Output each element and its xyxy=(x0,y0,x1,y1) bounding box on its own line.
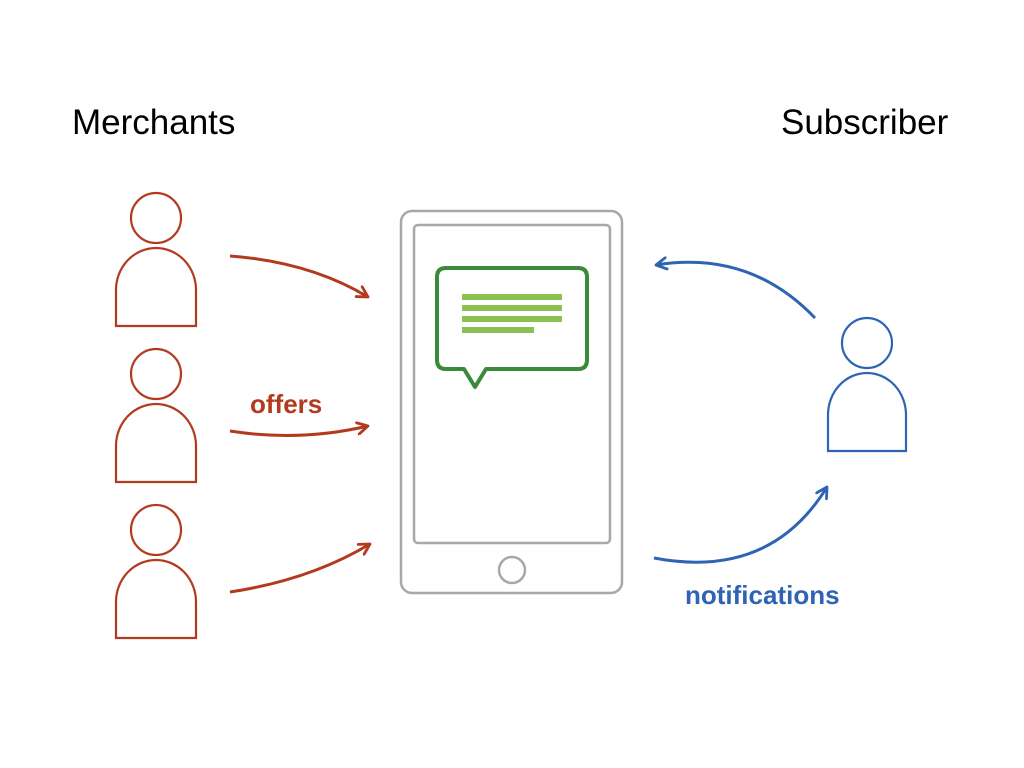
phone-to-subscriber-arrow xyxy=(653,487,827,564)
subscriber-body xyxy=(826,371,908,453)
subscriber-person-icon xyxy=(826,316,908,453)
subscriber-head xyxy=(840,316,894,370)
merchant-3-arrow xyxy=(229,544,370,594)
subscriber-to-phone-arrow xyxy=(656,262,817,320)
message-line-2 xyxy=(462,305,562,311)
subscriber-heading: Subscriber xyxy=(781,103,949,142)
merchant-1-arrow xyxy=(229,254,368,297)
phone-home-button xyxy=(497,555,527,585)
phone-screen xyxy=(412,223,612,545)
message-line-4 xyxy=(462,327,534,333)
merchant-2-head xyxy=(129,347,183,401)
merchant-2-body xyxy=(114,402,198,484)
merchant-3-body xyxy=(114,558,198,640)
offers-label: offers xyxy=(250,389,322,419)
merchants-heading: Merchants xyxy=(72,103,236,142)
merchant-person-2-icon xyxy=(114,347,198,484)
message-line-1 xyxy=(462,294,562,300)
merchant-3-head xyxy=(129,503,183,557)
merchant-person-1-icon xyxy=(114,191,198,328)
phone-frame xyxy=(399,209,624,595)
speech-bubble-icon xyxy=(435,266,589,389)
merchant-1-head xyxy=(129,191,183,245)
speech-bubble-outline xyxy=(435,266,589,389)
merchant-2-arrow xyxy=(229,426,368,437)
merchant-person-3-icon xyxy=(114,503,198,640)
merchant-1-body xyxy=(114,246,198,328)
notifications-label: notifications xyxy=(685,580,840,610)
message-line-3 xyxy=(462,316,562,322)
smartphone-icon xyxy=(399,209,624,595)
